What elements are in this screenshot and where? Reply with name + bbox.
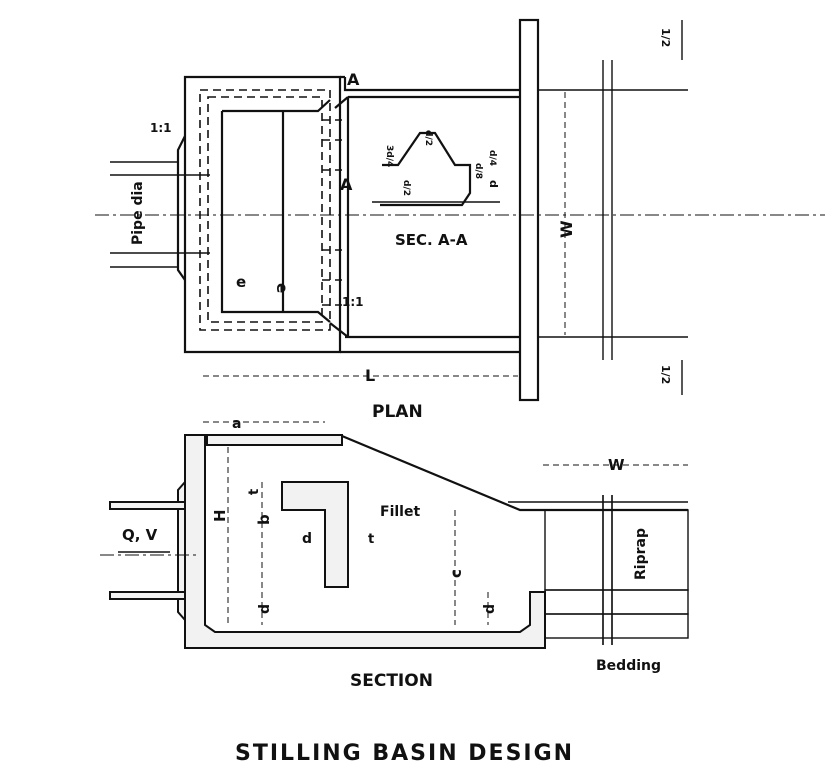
a-label: a [232,416,241,432]
sec-aa-d-quarter: d/4 [487,150,497,166]
sec-aa-d-eighth: d/8 [473,163,483,179]
flow-label: Q, V [122,526,158,544]
section-break-edges [602,495,613,645]
riprap-stones [544,589,689,615]
h-label: H [211,509,229,522]
riprap-label: Riprap [633,528,649,580]
d-left-label: d [257,604,273,614]
l-label: L [365,366,375,385]
d-gap-label: d [302,531,312,547]
bedding-label: Bedding [596,658,661,674]
sec-aa-d-half-bottom: d/2 [401,180,411,196]
fillet-label: Fillet [380,504,420,520]
dashed-wall-outer [199,89,331,331]
sec-aa-d: d [487,180,500,188]
half-label-bottom: 1/2 [659,365,672,384]
plan-view [95,18,825,402]
t-label-side: t [368,532,374,547]
d-right-label: d [482,604,498,614]
drawing-title: STILLING BASIN DESIGN [235,741,574,766]
outlet-channel [329,95,520,338]
pipe-bottom-wall [109,591,186,600]
t-label-top: t [247,489,262,495]
section-view [100,421,689,649]
slope-line [341,434,688,512]
section-mark-left: A [340,175,353,194]
baffle-wall [220,99,331,323]
bedding-layer [544,613,689,639]
top-slab [206,434,343,446]
inlet-pipe [110,161,210,268]
basin-concrete [184,434,546,649]
sec-aa-profile [380,131,472,207]
w-label-plan: W [557,220,576,238]
pipe-top-wall [109,501,186,510]
b-label: b [255,514,273,525]
inlet-collar-section [177,479,186,623]
e-label-vertical: e [273,283,291,293]
end-wall [518,18,540,402]
w-label-section: W [608,456,625,474]
half-label-top: 1/2 [659,28,672,47]
c-label: c [447,569,465,578]
section-mark-top: A [347,70,360,89]
slope-label-bottom: 1:1 [342,295,364,309]
slope-label-top: 1:1 [150,121,172,135]
channel-lines [538,89,688,338]
dashed-wall-inner [207,96,323,323]
baffle-concrete [281,481,349,588]
outlet-walls [340,75,520,354]
inlet-collar [176,135,186,281]
riprap-zone [544,509,689,591]
pipe-dia-label: Pipe dia [130,181,146,245]
e-label-horizontal: e [236,273,246,291]
section-label: SECTION [350,671,433,691]
sec-aa-d-half-top: d/2 [423,130,433,146]
section-break-lines [602,495,613,645]
sec-aa-label: SEC. A-A [395,231,468,249]
break-lines [602,60,613,360]
plan-label: PLAN [372,402,423,422]
sec-aa-three-d-quarter: 3d/4 [384,145,394,167]
